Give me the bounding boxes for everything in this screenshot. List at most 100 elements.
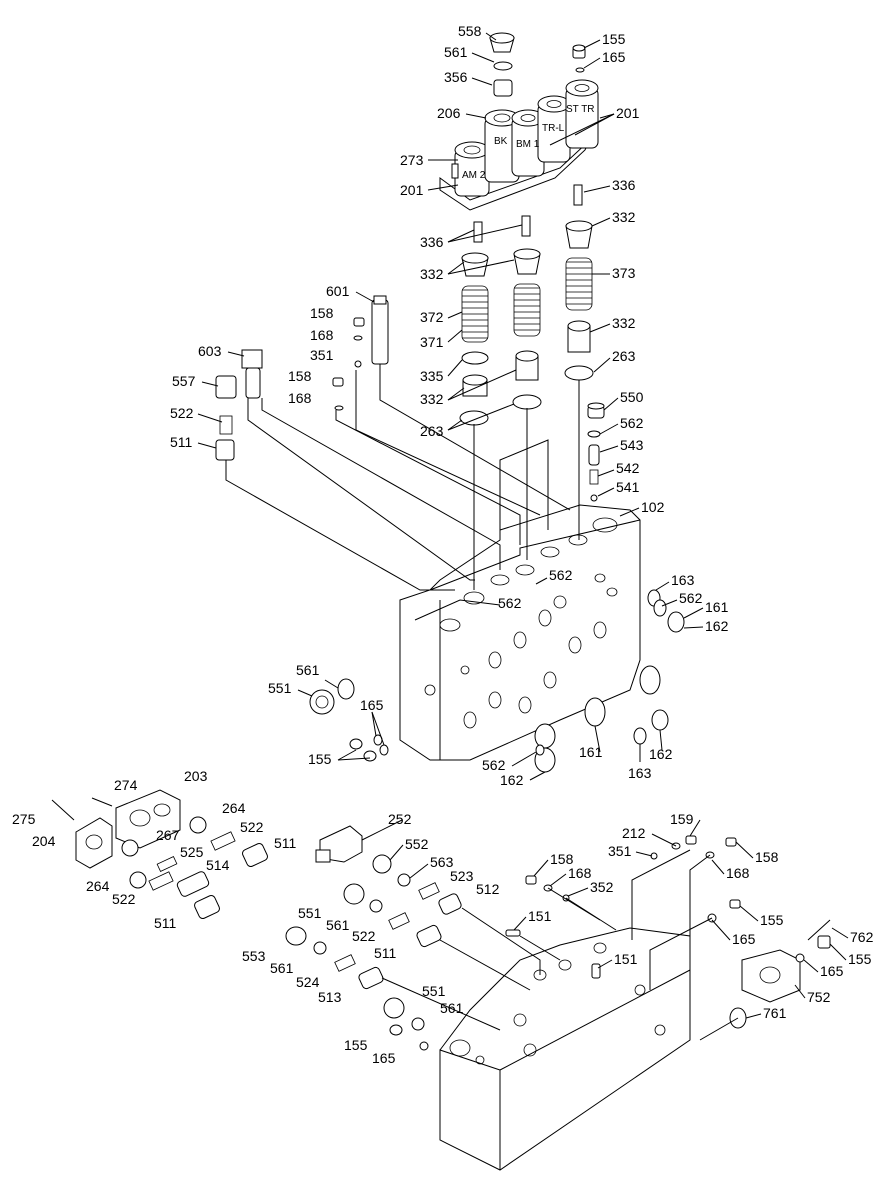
- callout-158: 158: [288, 368, 312, 384]
- callout-553: 553: [242, 948, 266, 964]
- callout-165: 165: [732, 931, 756, 947]
- callout-332: 332: [612, 209, 636, 225]
- solenoid-label-am2: AM 2: [462, 170, 486, 181]
- callout-352: 352: [590, 879, 614, 895]
- callout-201: 201: [400, 182, 424, 198]
- callout-162: 162: [705, 618, 729, 634]
- callout-336: 336: [420, 234, 444, 250]
- callout-151: 151: [528, 908, 552, 924]
- callout-151: 151: [614, 951, 638, 967]
- callout-165: 165: [602, 49, 626, 65]
- callout-263: 263: [612, 348, 636, 364]
- callout-522: 522: [352, 928, 376, 944]
- callout-542: 542: [616, 460, 640, 476]
- callout-562: 562: [482, 757, 506, 773]
- callout-155: 155: [344, 1037, 368, 1053]
- callout-561: 561: [444, 44, 468, 60]
- callout-201: 201: [616, 105, 640, 121]
- callout-524: 524: [296, 974, 320, 990]
- callout-562: 562: [498, 595, 522, 611]
- callout-561: 561: [440, 1000, 464, 1016]
- callout-212: 212: [622, 825, 646, 841]
- solenoid-label-sttr: ST TR: [566, 104, 595, 115]
- callout-168: 168: [726, 865, 750, 881]
- callout-155: 155: [760, 912, 784, 928]
- callout-522: 522: [240, 819, 264, 835]
- callout-275: 275: [12, 811, 36, 827]
- callout-550: 550: [620, 389, 644, 405]
- callout-158: 158: [550, 851, 574, 867]
- callout-525: 525: [180, 844, 204, 860]
- callout-551: 551: [422, 983, 446, 999]
- callout-552: 552: [405, 836, 429, 852]
- lower-middle-parts: [285, 825, 462, 1051]
- solenoid-label-bm1: BM 1: [516, 139, 540, 150]
- callout-161: 161: [705, 599, 729, 615]
- callout-372: 372: [420, 309, 444, 325]
- callout-165: 165: [360, 697, 384, 713]
- callout-601: 601: [326, 283, 350, 299]
- callout-264: 264: [222, 800, 246, 816]
- solenoid-label-trl: TR-L: [542, 123, 565, 134]
- spring-stack: [459, 184, 605, 502]
- callout-351: 351: [608, 843, 632, 859]
- callout-155: 155: [848, 951, 872, 967]
- upper-leader-lines: [225, 364, 580, 591]
- callout-561: 561: [296, 662, 320, 678]
- callout-512: 512: [476, 881, 500, 897]
- callout-761: 761: [763, 1005, 787, 1021]
- callout-351: 351: [310, 347, 334, 363]
- callout-159: 159: [670, 811, 694, 827]
- callout-263: 263: [420, 423, 444, 439]
- callout-562: 562: [679, 590, 703, 606]
- callout-511: 511: [274, 835, 297, 851]
- callout-206: 206: [437, 105, 461, 121]
- callout-603: 603: [198, 343, 222, 359]
- callout-158: 158: [755, 849, 779, 865]
- callout-551: 551: [298, 905, 322, 921]
- callout-332: 332: [420, 391, 444, 407]
- callout-165: 165: [372, 1050, 396, 1066]
- callout-332: 332: [612, 315, 636, 331]
- callout-labels: 558 561 356 206 273 201 155 165 201 336 …: [12, 23, 874, 1066]
- callout-522: 522: [112, 891, 136, 907]
- callout-514: 514: [206, 857, 230, 873]
- callout-557: 557: [172, 373, 196, 389]
- callout-543: 543: [620, 437, 644, 453]
- callout-203: 203: [184, 768, 208, 784]
- callout-371: 371: [420, 334, 444, 350]
- callout-336: 336: [612, 177, 636, 193]
- callout-155: 155: [602, 31, 626, 47]
- lower-valve-body: [439, 835, 831, 1171]
- callout-163: 163: [628, 765, 652, 781]
- callout-752: 752: [807, 989, 831, 1005]
- callout-leaders: [197, 32, 849, 1019]
- solenoid-assembly: AM 2 BK BM 1 TR-L ST TR: [439, 32, 599, 211]
- callout-168: 168: [288, 390, 312, 406]
- callout-335: 335: [420, 368, 444, 384]
- callout-165: 165: [820, 963, 844, 979]
- callout-162: 162: [649, 746, 673, 762]
- callout-541: 541: [616, 479, 640, 495]
- callout-161: 161: [579, 744, 603, 760]
- callout-332: 332: [420, 266, 444, 282]
- callout-558: 558: [458, 23, 482, 39]
- callout-163: 163: [671, 572, 695, 588]
- lower-leader-lines: [381, 849, 739, 1041]
- cover-assembly: [51, 789, 268, 919]
- callout-102: 102: [641, 499, 665, 515]
- main-valve-body: [309, 504, 685, 773]
- callout-373: 373: [612, 265, 636, 281]
- callout-561: 561: [270, 960, 294, 976]
- callout-162: 162: [500, 772, 524, 788]
- callout-274: 274: [114, 777, 138, 793]
- callout-155: 155: [308, 751, 332, 767]
- callout-273: 273: [400, 152, 424, 168]
- left-valves: [215, 295, 389, 461]
- callout-252: 252: [388, 811, 412, 827]
- callout-267: 267: [156, 827, 180, 843]
- callout-204: 204: [32, 833, 56, 849]
- callout-561: 561: [326, 917, 350, 933]
- callout-562: 562: [620, 415, 644, 431]
